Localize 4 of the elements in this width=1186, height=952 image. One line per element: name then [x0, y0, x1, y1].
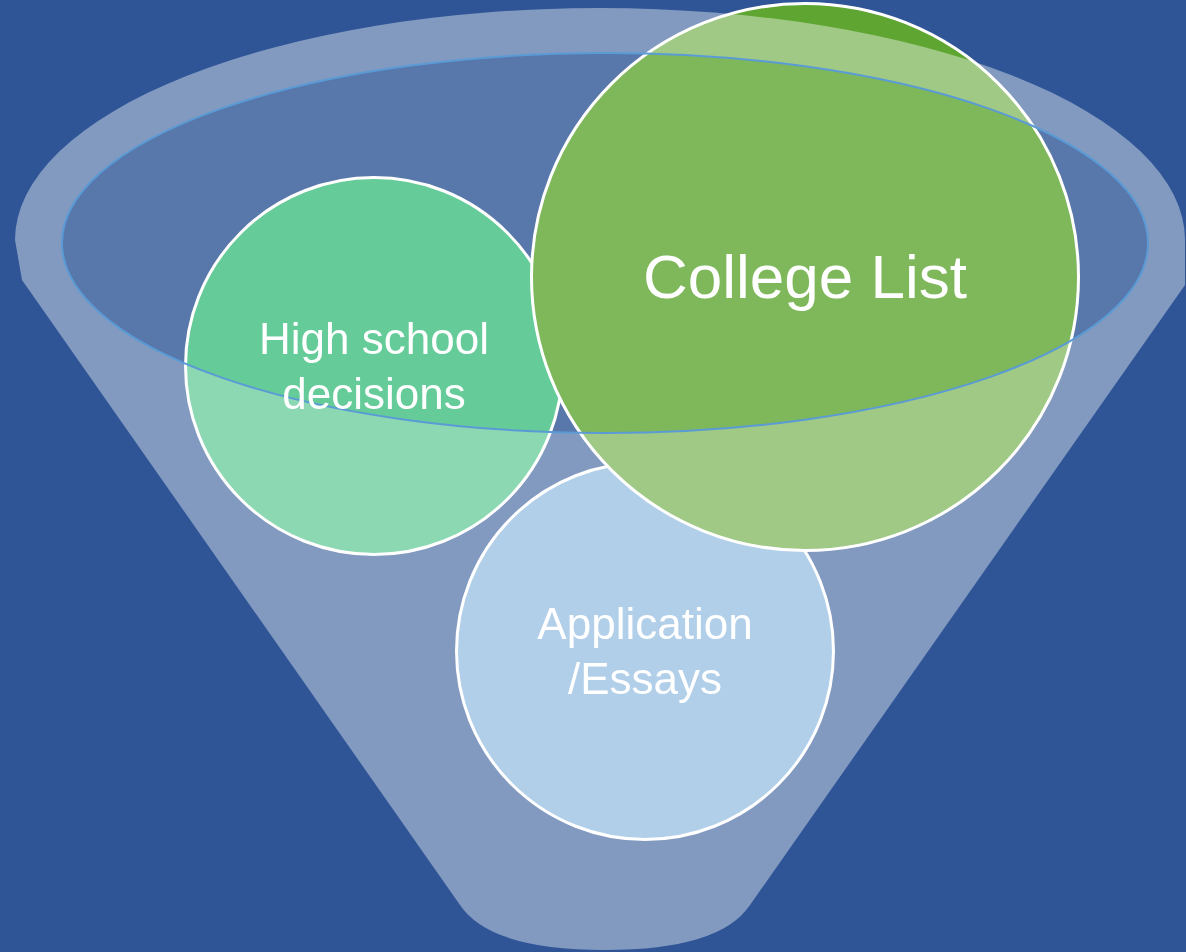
- circle-node: [530, 2, 1080, 552]
- circle-label: Application /Essays: [536, 598, 754, 705]
- circle-label: College List: [642, 241, 968, 314]
- circle-label: High school decisions: [258, 313, 490, 420]
